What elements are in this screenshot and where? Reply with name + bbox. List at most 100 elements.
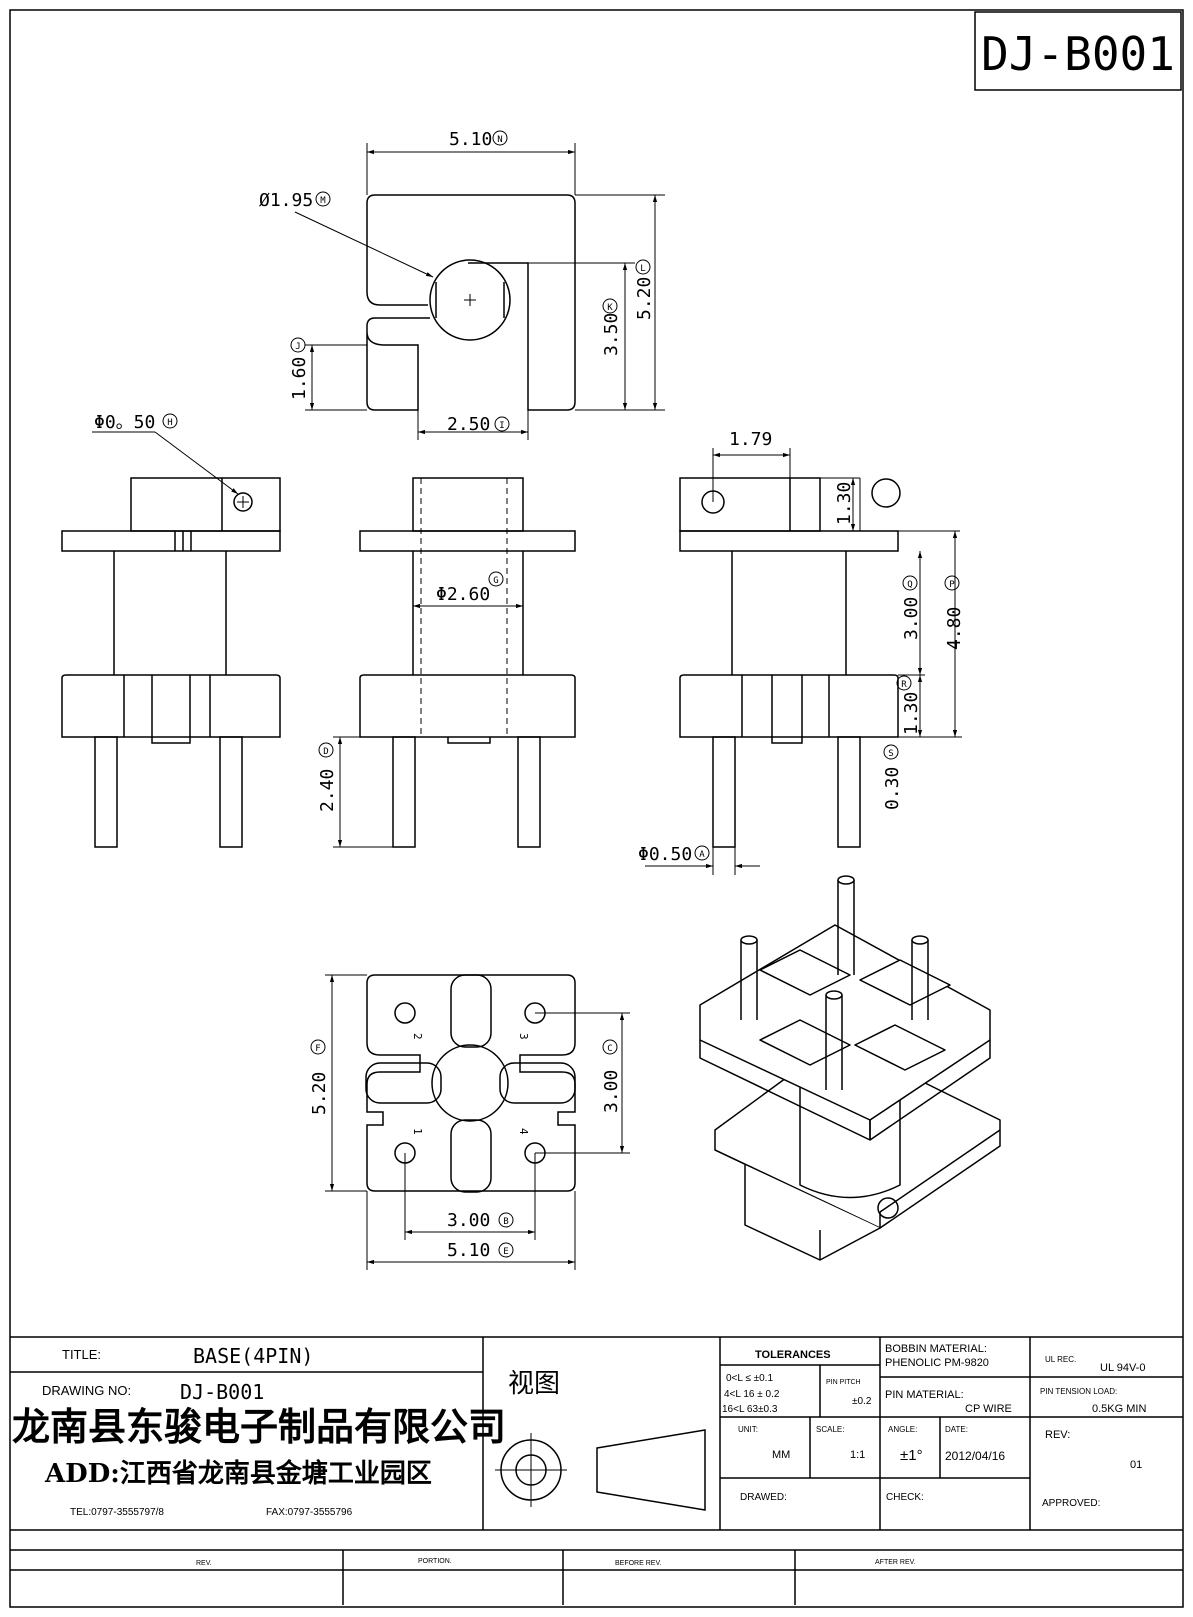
- dim-q: 3.00: [901, 597, 922, 640]
- dim-b: 3.00: [447, 1210, 490, 1231]
- company-name: 龙南县东骏电子制品有限公司: [12, 1404, 506, 1449]
- part-number: DJ-B001: [981, 27, 1175, 81]
- drawed-label: DRAWED:: [740, 1492, 787, 1503]
- title-label: TITLE:: [62, 1347, 101, 1362]
- dim-s: 0.30: [882, 767, 903, 810]
- dim-e: 5.10: [447, 1240, 490, 1261]
- angle-label: ANGLE:: [888, 1425, 917, 1434]
- pin-label-3: 3: [517, 1033, 530, 1040]
- rev-column: REV.: [196, 1560, 212, 1567]
- side-view-labels: 1.79 1.30 3.00 Q 4.80 P 1.30 R 0.30 S Φ0…: [638, 429, 965, 865]
- iso-lower-body: [744, 1165, 881, 1261]
- bottom-view-labels: 2 3 1 4 5.20 F 3.00 C 3.00 B 5.10 E: [309, 1033, 622, 1261]
- bottom-view-bore: [431, 1044, 509, 1122]
- scale-label: SCALE:: [816, 1425, 844, 1434]
- drawing-no-value: DJ-B001: [180, 1380, 264, 1404]
- section-view-labels: Φ2.60 G 2.40 D: [317, 571, 504, 812]
- side-view: [645, 448, 962, 875]
- pin-label-2: 2: [411, 1033, 424, 1040]
- tolerance-line-1: 0<L ≤ ±0.1: [726, 1373, 773, 1384]
- pin-label-1: 1: [411, 1128, 424, 1135]
- approved-label: APPROVED:: [1042, 1498, 1100, 1509]
- side-view-pin-right: [837, 736, 861, 848]
- isometric-view: [699, 875, 1001, 1261]
- tolerance-line-2: 4<L 16 ± 0.2: [724, 1389, 780, 1400]
- iso-pin-2: [837, 880, 855, 975]
- top-view-bore: [429, 259, 511, 341]
- front-view-top-block: [130, 477, 281, 532]
- slot-left: [365, 1062, 442, 1104]
- side-view-base: [679, 674, 899, 738]
- dim-n: 5.10: [449, 129, 492, 150]
- dim-l: 5.20: [634, 277, 655, 320]
- marker-l: L: [640, 264, 645, 274]
- fax: FAX:0797-3555796: [266, 1507, 353, 1518]
- portion-column: PORTION.: [418, 1558, 452, 1565]
- bottom-view: [325, 974, 630, 1270]
- after-rev-column: AFTER REV.: [875, 1559, 916, 1566]
- iso-pin-3: [911, 940, 929, 1020]
- front-view-labels: Φ0。50 H: [94, 412, 178, 433]
- pin-tension-label: PIN TENSION LOAD:: [1040, 1387, 1117, 1396]
- telephone: TEL:0797-3555797/8: [70, 1507, 164, 1518]
- top-view: [294, 143, 665, 440]
- dim-f: 5.20: [309, 1072, 330, 1115]
- dim-h: Φ0。50: [94, 412, 155, 433]
- pin-pitch-label: PIN PITCH: [826, 1379, 861, 1386]
- dim-d: 2.40: [317, 769, 338, 812]
- marker-i: I: [499, 421, 504, 431]
- front-view: [61, 431, 281, 848]
- dim-side-h: 1.30: [834, 482, 855, 525]
- title-block-text: TITLE: BASE(4PIN) DRAWING NO: DJ-B001 龙南…: [12, 1343, 1146, 1567]
- dim-k: 3.50: [601, 313, 622, 356]
- slot-bottom: [450, 1119, 492, 1193]
- title-value: BASE(4PIN): [193, 1344, 313, 1368]
- section-view-pin-left: [392, 736, 416, 848]
- marker-d: D: [323, 747, 328, 757]
- angle-value: ±1°: [900, 1447, 923, 1464]
- pin-tension-value: 0.5KG MIN: [1092, 1403, 1146, 1415]
- iso-pin-4: [825, 995, 843, 1090]
- marker-e: E: [503, 1247, 508, 1257]
- top-view-outline: [366, 194, 576, 411]
- drawing-no-label: DRAWING NO:: [42, 1383, 131, 1398]
- ul-rec-label: UL REC.: [1045, 1355, 1076, 1364]
- dim-g: Φ2.60: [436, 584, 490, 605]
- section-view-base: [359, 674, 576, 738]
- bobbin-material-label: BOBBIN MATERIAL:: [885, 1343, 987, 1355]
- pin-material-label: PIN MATERIAL:: [885, 1389, 964, 1401]
- marker-j: J: [295, 342, 300, 352]
- marker-q: Q: [907, 580, 912, 590]
- scale-value: 1:1: [850, 1449, 865, 1461]
- side-view-pin-left: [712, 736, 736, 848]
- dim-c: 3.00: [601, 1070, 622, 1113]
- section-view: [333, 477, 576, 848]
- marker-g: G: [493, 576, 498, 586]
- check-label: CHECK:: [886, 1492, 924, 1503]
- tolerances-label: TOLERANCES: [755, 1349, 831, 1361]
- pin-material-value: CP WIRE: [965, 1403, 1012, 1415]
- company-address: ADD:江西省龙南县金塘工业园区: [44, 1458, 432, 1489]
- marker-p: P: [949, 580, 955, 590]
- date-label: DATE:: [945, 1425, 968, 1434]
- front-view-base: [61, 674, 281, 738]
- part-number-box: DJ-B001: [974, 11, 1182, 91]
- top-view-labels: 5.10 N Ø1.95 M 5.20 L 3.50 K 1.60 J 2.50…: [259, 129, 655, 435]
- projection-symbol-cone: [596, 1429, 706, 1511]
- ul-rec-value: UL 94V-0: [1100, 1362, 1145, 1374]
- iso-tab-4: [854, 1024, 946, 1071]
- slot-top: [450, 974, 492, 1048]
- bottom-view-outline: [366, 974, 576, 1192]
- pin-pitch-value: ±0.2: [852, 1396, 872, 1407]
- unit-value: MM: [772, 1449, 790, 1461]
- tolerance-line-3: 16<L 63±0.3: [722, 1404, 778, 1415]
- dim-r: 1.30: [901, 692, 922, 735]
- iso-pin-1: [740, 940, 758, 1020]
- marker-n: N: [497, 135, 502, 145]
- marker-a: A: [699, 850, 705, 860]
- sheet-border: [9, 9, 1184, 1608]
- pin-hole-2: [394, 1002, 416, 1024]
- marker-m: M: [320, 196, 326, 206]
- rev-label: REV:: [1045, 1429, 1070, 1441]
- bobbin-material-value: PHENOLIC PM-9820: [885, 1357, 989, 1369]
